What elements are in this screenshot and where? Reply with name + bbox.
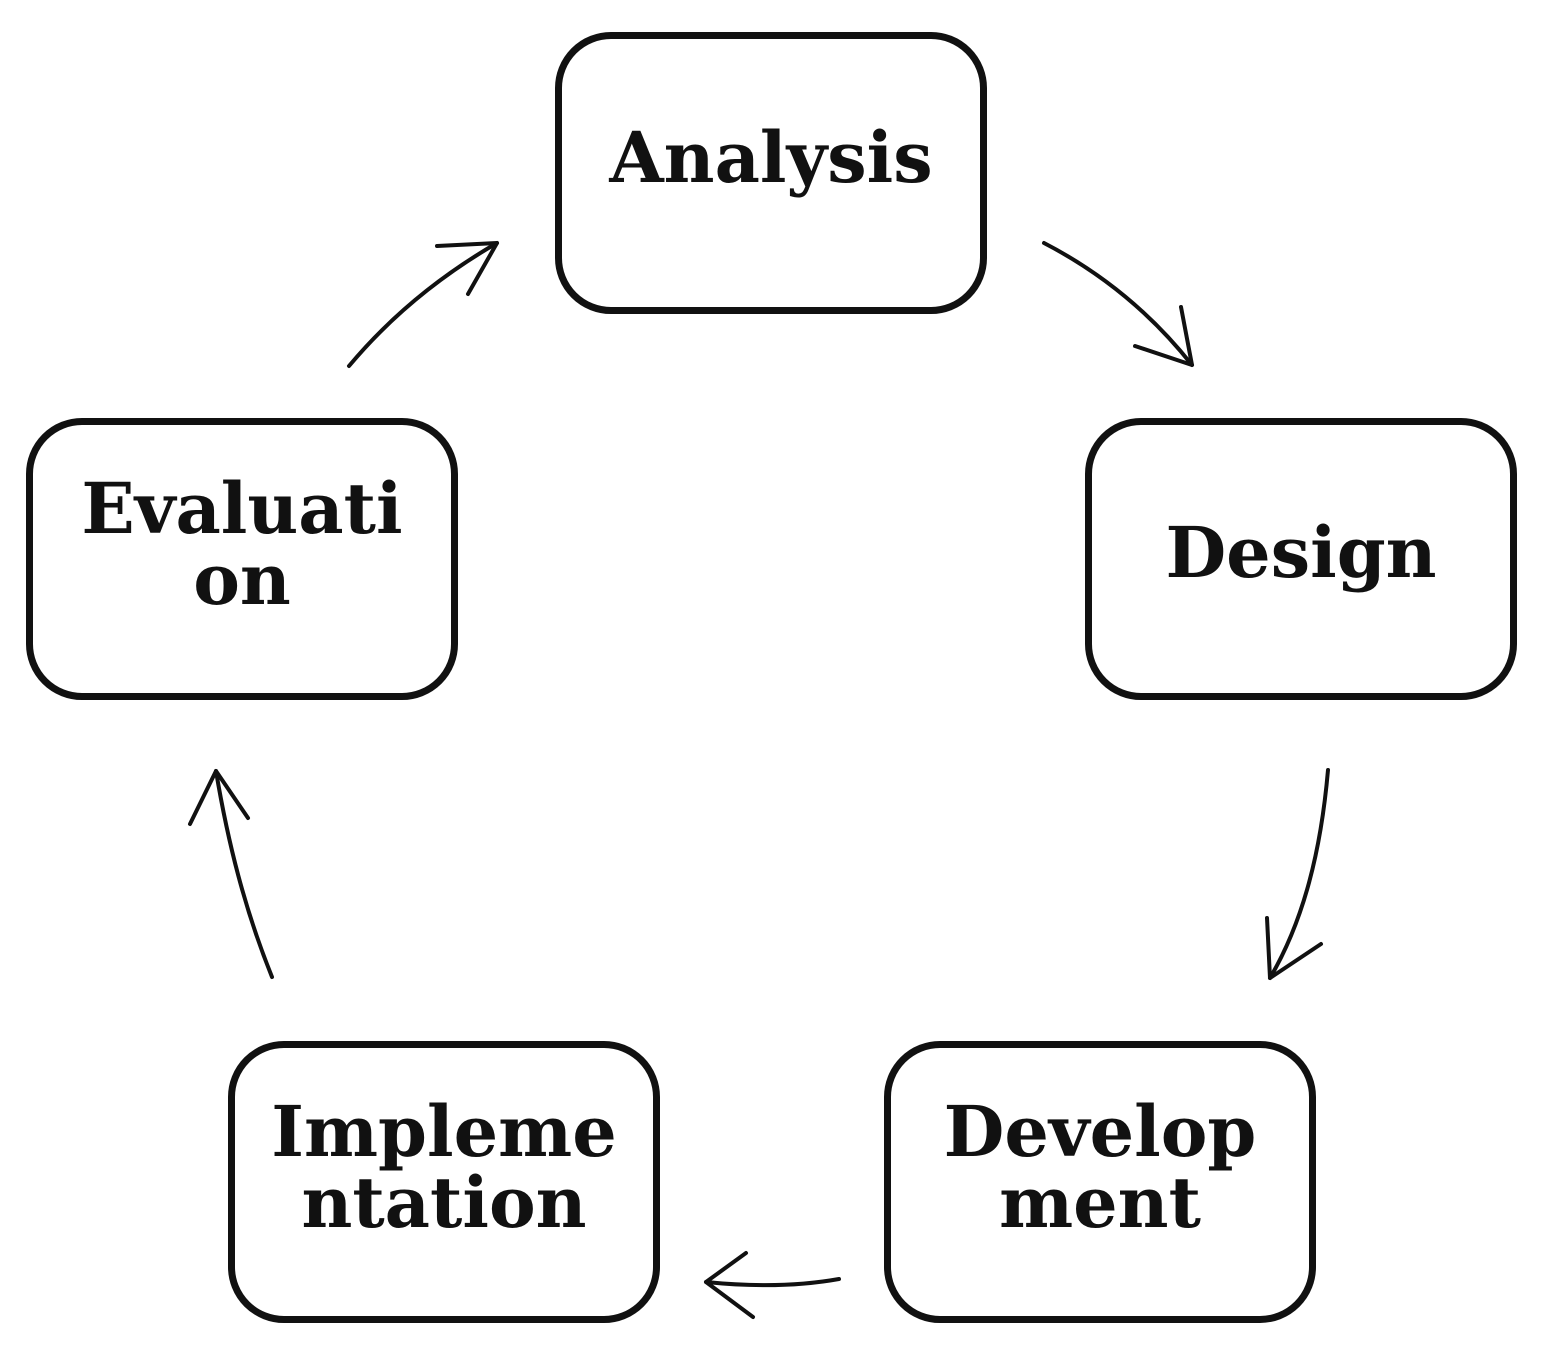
- node-evaluation: Evaluati on: [26, 418, 458, 700]
- node-development: Develop ment: [884, 1041, 1316, 1323]
- node-implementation: Impleme ntation: [228, 1041, 660, 1323]
- arrow-evaluation-to-analysis: [347, 241, 499, 368]
- arrow-analysis-to-design: [1042, 241, 1194, 367]
- node-development-label-line1: Develop: [943, 1089, 1257, 1173]
- node-analysis-label: Analysis: [609, 116, 933, 200]
- node-implementation-label-line1: Impleme: [271, 1089, 617, 1173]
- arrow-design-to-development: [1265, 768, 1330, 980]
- arrow-development-to-implementation: [704, 1251, 841, 1319]
- node-implementation-label-line2: ntation: [301, 1161, 587, 1244]
- node-analysis: Analysis: [555, 32, 987, 314]
- node-design: Design: [1085, 418, 1517, 700]
- node-evaluation-label-line1: Evaluati: [81, 466, 403, 550]
- node-evaluation-label-line2: on: [193, 538, 291, 621]
- arrow-implementation-to-evaluation: [188, 769, 274, 979]
- node-development-label-line2: ment: [999, 1161, 1201, 1244]
- node-design-label: Design: [1165, 511, 1437, 595]
